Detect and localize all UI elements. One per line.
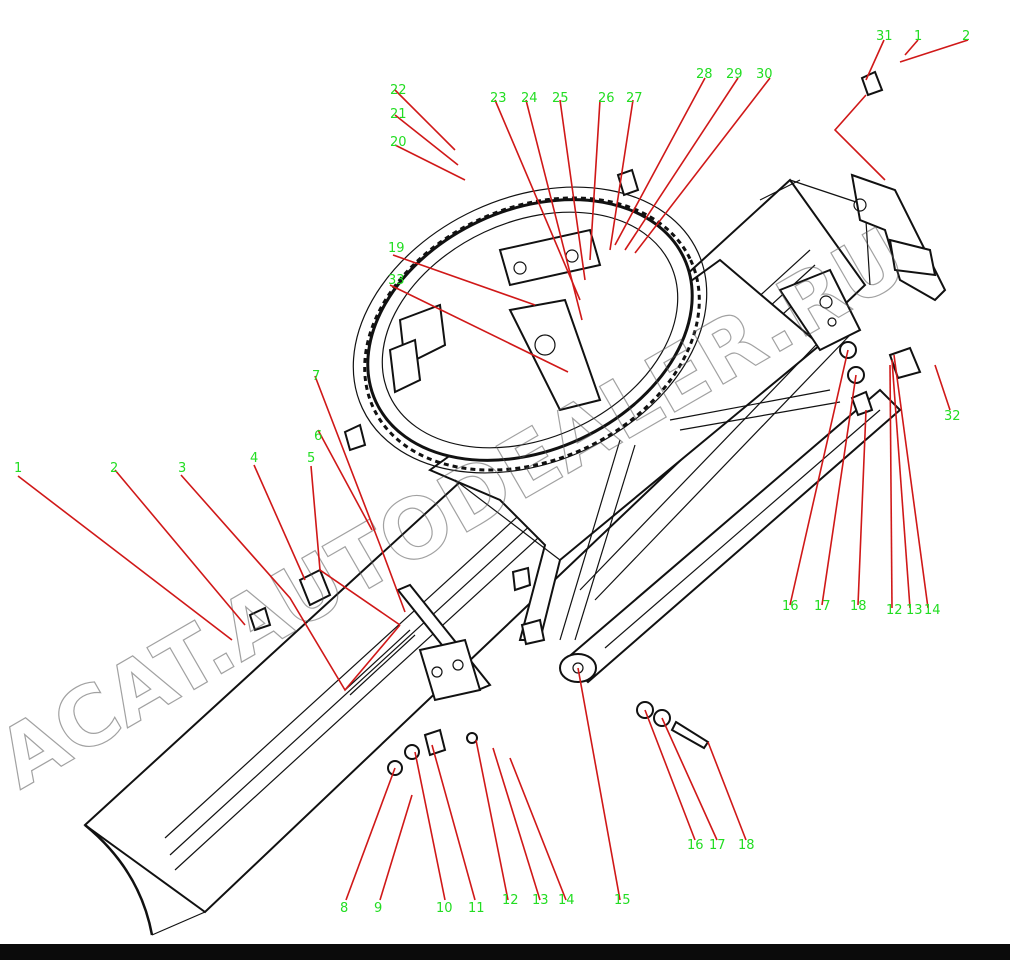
callout-5: 5 (307, 451, 315, 466)
right-end-bracket (850, 70, 947, 302)
callout-16-bottom: 16 (687, 838, 704, 853)
callout-19: 19 (388, 241, 405, 256)
left-end-bracket (248, 568, 492, 702)
callout-2-right: 2 (962, 29, 970, 44)
callout-9: 9 (374, 901, 382, 916)
callout-17-right: 17 (814, 599, 831, 614)
callout-31: 31 (876, 29, 893, 44)
callout-12-right: 12 (886, 603, 903, 618)
callout-24: 24 (521, 91, 538, 106)
callout-7: 7 (312, 369, 320, 384)
callout-labels: 1 2 3 4 5 6 7 8 9 10 11 12 13 14 15 16 1… (14, 29, 970, 916)
callout-21: 21 (390, 107, 407, 122)
callout-8: 8 (340, 901, 348, 916)
callout-17-bottom: 17 (709, 838, 726, 853)
callout-32: 32 (944, 409, 961, 424)
callout-10: 10 (436, 901, 453, 916)
callout-26: 26 (598, 91, 615, 106)
callout-27: 27 (626, 91, 643, 106)
callout-28: 28 (696, 67, 713, 82)
callout-22: 22 (390, 83, 407, 98)
circle-ring-gear (343, 168, 708, 474)
callout-20: 20 (390, 135, 407, 150)
callout-16-right: 16 (782, 599, 799, 614)
callout-23: 23 (490, 91, 507, 106)
callout-14-bottom: 14 (558, 893, 575, 908)
callout-4: 4 (250, 451, 258, 466)
exploded-hardware (387, 701, 710, 776)
callout-11: 11 (468, 901, 485, 916)
callout-6: 6 (314, 429, 322, 444)
callout-12-bottom: 12 (502, 893, 519, 908)
callout-13-bottom: 13 (532, 893, 549, 908)
callout-13-right: 13 (906, 603, 923, 618)
callout-1-left: 1 (14, 461, 22, 476)
callout-29: 29 (726, 67, 743, 82)
callout-3: 3 (178, 461, 186, 476)
callout-15: 15 (614, 893, 631, 908)
callout-1-right: 1 (914, 29, 922, 44)
leader-lines (17, 39, 969, 901)
callout-18-bottom: 18 (738, 838, 755, 853)
draft-frame (427, 258, 862, 646)
callout-33: 33 (388, 273, 405, 288)
callout-30: 30 (756, 67, 773, 82)
callout-18-right: 18 (850, 599, 867, 614)
callout-14-right: 14 (924, 603, 941, 618)
callout-2-left: 2 (110, 461, 118, 476)
callout-25: 25 (552, 91, 569, 106)
bottom-bar (0, 944, 1010, 960)
